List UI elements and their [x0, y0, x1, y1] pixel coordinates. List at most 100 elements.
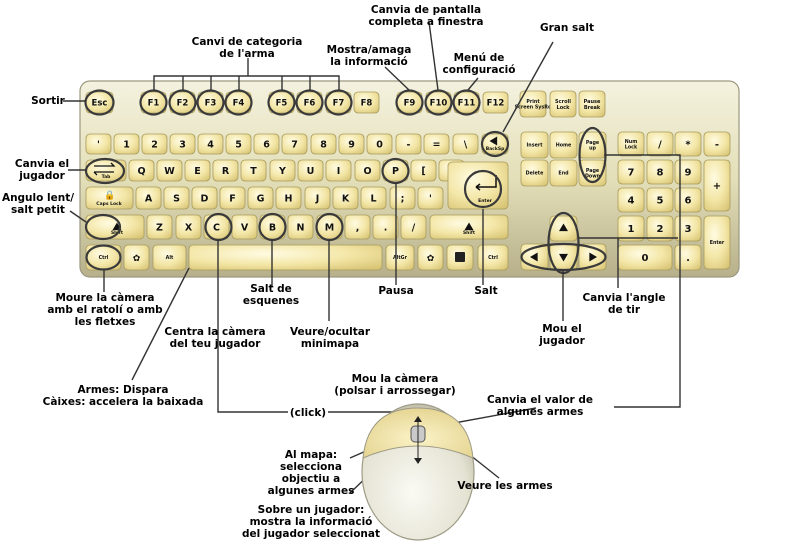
key-f2-label: F2: [177, 98, 189, 108]
key-asterisk[interactable]: [674, 131, 702, 157]
key-1[interactable]: [113, 133, 140, 155]
key-f[interactable]: [219, 186, 246, 210]
key-numpad-1[interactable]: [617, 215, 645, 242]
label-mostra: la informació: [330, 56, 407, 68]
key-caps-lock[interactable]: [85, 186, 134, 210]
key-q-label: Q: [137, 166, 145, 177]
key-backslash[interactable]: [452, 133, 479, 155]
key-3[interactable]: [169, 133, 196, 155]
key-numpad-2[interactable]: [646, 215, 674, 242]
key-end[interactable]: [549, 159, 578, 187]
key-num-lock[interactable]: [617, 131, 645, 157]
key-a[interactable]: [135, 186, 162, 210]
key-9[interactable]: [338, 133, 365, 155]
key-l[interactable]: [360, 186, 387, 210]
key-y[interactable]: [269, 159, 296, 182]
key-e[interactable]: [184, 159, 211, 182]
key-j-label: J: [315, 193, 320, 204]
line-menu: [467, 77, 479, 91]
key-numpad-8[interactable]: [646, 159, 674, 185]
key-print-screen[interactable]: [519, 90, 547, 118]
key-delete[interactable]: [520, 159, 549, 187]
key-insert[interactable]: [520, 131, 549, 159]
key-numpad-period[interactable]: [674, 244, 702, 271]
key-alt[interactable]: [152, 244, 187, 271]
key-pause-break[interactable]: [578, 90, 606, 118]
key-numpad-enter[interactable]: [703, 215, 731, 270]
key-equals[interactable]: [423, 133, 450, 155]
key-quote[interactable]: [85, 133, 112, 155]
key-f12[interactable]: [482, 91, 509, 114]
key-numpad-3[interactable]: [674, 215, 702, 242]
key-5[interactable]: [225, 133, 252, 155]
key-k[interactable]: [332, 186, 359, 210]
key-f8[interactable]: [353, 91, 380, 114]
key-comma[interactable]: [344, 214, 371, 240]
key-t[interactable]: [240, 159, 267, 182]
key-numpad-plus[interactable]: [703, 159, 731, 212]
key-s[interactable]: [163, 186, 190, 210]
key-7[interactable]: [281, 133, 308, 155]
key-u[interactable]: [297, 159, 324, 182]
key-numpad-6[interactable]: [674, 187, 702, 213]
key-numpad-2-label: 2: [657, 224, 664, 235]
key-space[interactable]: [188, 244, 383, 271]
key-z[interactable]: [146, 214, 173, 240]
key-home[interactable]: [549, 131, 578, 159]
key-numpad-period-label: .: [686, 253, 690, 264]
key-num-lock-label: Num: [625, 139, 637, 145]
label-minimapa: minimapa: [301, 338, 359, 350]
key-h-label: H: [285, 193, 293, 204]
key-n-label: N: [297, 222, 305, 233]
highlight-ctrl: [85, 244, 122, 271]
key-q[interactable]: [128, 159, 155, 182]
key-t-label: T: [250, 166, 257, 177]
key-2[interactable]: [141, 133, 168, 155]
key-slash[interactable]: [646, 131, 674, 157]
key-g[interactable]: [247, 186, 274, 210]
key-altgr[interactable]: [385, 244, 415, 271]
key-num-lock-label: Lock: [625, 145, 638, 151]
key-numpad-7[interactable]: [617, 159, 645, 185]
key-slash[interactable]: [400, 214, 427, 240]
key-ctrl-right[interactable]: [477, 244, 509, 271]
key-6[interactable]: [253, 133, 280, 155]
key-numpad-9[interactable]: [674, 159, 702, 185]
label-sobre-jugador: Sobre un jugador:: [258, 504, 365, 516]
key-4[interactable]: [197, 133, 224, 155]
key-d[interactable]: [191, 186, 218, 210]
key-w-label: W: [164, 166, 175, 177]
key-0[interactable]: [366, 133, 393, 155]
key-page-up[interactable]: [578, 131, 607, 159]
key-period[interactable]: [372, 214, 399, 240]
key-minus[interactable]: [395, 133, 422, 155]
key-j[interactable]: [304, 186, 331, 210]
key-i[interactable]: [325, 159, 352, 182]
label-menu: configuració: [443, 64, 516, 76]
key-scroll-lock[interactable]: [549, 90, 577, 118]
key-n[interactable]: [287, 214, 314, 240]
enter-label: Enter: [478, 198, 492, 204]
key-numpad-5[interactable]: [646, 187, 674, 213]
label-sobre-jugador: del jugador seleccionat: [242, 528, 380, 540]
label-al-mapa: objectiu a: [282, 473, 341, 485]
key-8[interactable]: [310, 133, 337, 155]
key-lbracket[interactable]: [410, 159, 437, 182]
key-quote[interactable]: [417, 186, 444, 210]
shift-right-arrow-icon: [464, 222, 474, 231]
key-h[interactable]: [275, 186, 302, 210]
key-w[interactable]: [156, 159, 183, 182]
key-scroll-lock-label: Lock: [557, 105, 571, 111]
key-r[interactable]: [212, 159, 239, 182]
windows-left-icon: ✿: [133, 254, 141, 264]
key-x[interactable]: [175, 214, 202, 240]
label-sortir: Sortir: [31, 95, 66, 107]
key-7-label: 7: [291, 139, 298, 150]
key-numpad-4[interactable]: [617, 187, 645, 213]
key-o[interactable]: [354, 159, 381, 182]
key-windows-left[interactable]: [123, 244, 150, 271]
key-numpad-enter-label: Enter: [710, 240, 725, 246]
key-numpad-minus[interactable]: [703, 131, 731, 157]
key-windows-right[interactable]: [417, 244, 444, 271]
